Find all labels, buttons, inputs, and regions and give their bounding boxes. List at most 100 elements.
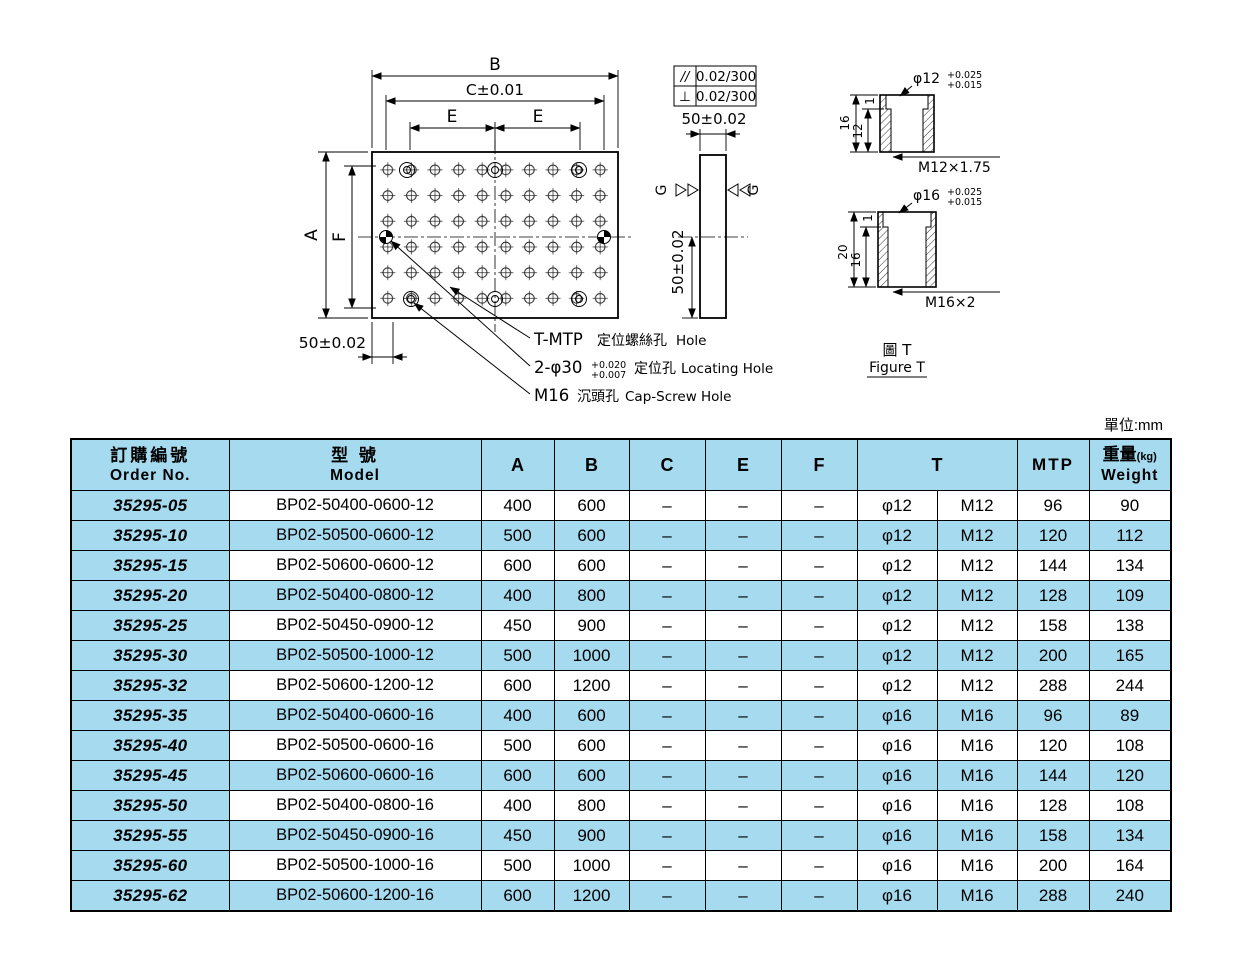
- dim-e-cell: –: [704, 610, 782, 641]
- model-cell: BP02-50400-0600-16: [228, 700, 482, 731]
- dim-label-a: A: [302, 229, 322, 241]
- dim-b-cell: 1200: [553, 880, 630, 912]
- table-row: 35295-15 BP02-50600-0600-12 600 600 – – …: [70, 550, 1172, 581]
- callout-tmtp-zh: 定位螺絲孔: [597, 333, 667, 349]
- dim-label-16b: 16: [849, 252, 863, 267]
- t-phi-cell: φ16: [856, 820, 938, 851]
- table-row: 35295-05 BP02-50400-0600-12 400 600 – – …: [70, 490, 1172, 521]
- figure-t-caption-zh: 圖 T: [883, 341, 913, 359]
- table-row: 35295-40 BP02-50500-0600-16 500 600 – – …: [70, 730, 1172, 761]
- model-cell: BP02-50400-0600-12: [228, 490, 482, 521]
- t-phi-cell: φ12: [856, 670, 938, 701]
- callout-phi30-zh: 定位孔: [634, 361, 676, 377]
- mtp-cell: 158: [1016, 610, 1090, 641]
- t-phi-cell: φ16: [856, 850, 938, 881]
- table-row: 35295-20 BP02-50400-0800-12 400 800 – – …: [70, 580, 1172, 611]
- surface-finish-left: G: [654, 183, 699, 197]
- dim-e-cell: –: [704, 760, 782, 791]
- mtp-cell: 96: [1016, 490, 1090, 521]
- side-view: // 0.02/300 ⊥ 0.02/300 50±0.02 G: [654, 65, 762, 319]
- model-cell: BP02-50400-0800-16: [228, 790, 482, 821]
- t-phi-cell: φ16: [856, 700, 938, 731]
- dim-a-cell: 500: [480, 640, 555, 671]
- dim-label-e-right: E: [533, 107, 544, 127]
- col-header-mtp: MTP: [1016, 438, 1090, 491]
- t-phi-cell: φ12: [856, 520, 938, 551]
- callout-m16-en: Cap-Screw Hole: [625, 389, 732, 405]
- dim-label-f: F: [330, 232, 350, 242]
- dim-c-cell: –: [628, 760, 706, 791]
- dim-c-cell: –: [628, 700, 706, 731]
- mtp-cell: 144: [1016, 760, 1090, 791]
- dim-e-cell: –: [704, 670, 782, 701]
- t-phi-cell: φ12: [856, 580, 938, 611]
- col-header-f: F: [780, 438, 858, 491]
- t-thread-cell: M16: [936, 880, 1018, 912]
- weight-cell: 90: [1088, 490, 1172, 521]
- dim-f-cell: –: [780, 790, 858, 821]
- model-cell: BP02-50600-1200-12: [228, 670, 482, 701]
- dim-f-cell: –: [780, 670, 858, 701]
- dim-f-cell: –: [780, 640, 858, 671]
- dim-a-cell: 400: [480, 580, 555, 611]
- t-phi-cell: φ12: [856, 550, 938, 581]
- order-no-cell: 35295-62: [70, 880, 230, 912]
- t-phi-cell: φ12: [856, 610, 938, 641]
- dim-a-cell: 600: [480, 550, 555, 581]
- table-header: 訂購編號 Order No. 型 號 Model A B C E F T MTP…: [70, 438, 1172, 491]
- callout-phi30-en: Locating Hole: [681, 361, 773, 377]
- model-cell: BP02-50600-0600-12: [228, 550, 482, 581]
- plate-outline: [371, 151, 619, 319]
- phi12-tol-upper: +0.025: [947, 70, 982, 81]
- callout-phi30: 2-φ30 +0.020 +0.007 定位孔 Locating Hole: [390, 240, 773, 381]
- dim-label-1a: 1: [863, 97, 877, 105]
- col-header-b: B: [553, 438, 630, 491]
- table-row: 35295-50 BP02-50400-0800-16 400 800 – – …: [70, 790, 1172, 821]
- order-no-cell: 35295-60: [70, 850, 230, 881]
- dim-b-cell: 1000: [553, 640, 630, 671]
- col-header-c: C: [628, 438, 706, 491]
- callout-m16-zh: 沉頭孔: [577, 389, 619, 405]
- hole-grid: [376, 157, 612, 312]
- weight-cell: 164: [1088, 850, 1172, 881]
- dim-b: B: [371, 55, 619, 148]
- mtp-cell: 120: [1016, 520, 1090, 551]
- model-cell: BP02-50500-0600-12: [228, 520, 482, 551]
- figure-t-caption-en: Figure T: [869, 360, 925, 376]
- model-cell: BP02-50500-1000-12: [228, 640, 482, 671]
- order-no-cell: 35295-55: [70, 820, 230, 851]
- dim-c-cell: –: [628, 850, 706, 881]
- col-header-model: 型 號 Model: [228, 438, 482, 491]
- table-body: 35295-05 BP02-50400-0600-12 400 600 – – …: [70, 490, 1172, 912]
- perpendicularity-value: 0.02/300: [696, 89, 756, 105]
- callout-tmtp-code: T-MTP: [533, 330, 583, 349]
- dim-e-cell: –: [704, 790, 782, 821]
- dim-f-cell: –: [780, 880, 858, 912]
- weight-cell: 120: [1088, 760, 1172, 791]
- t-thread-cell: M16: [936, 790, 1018, 821]
- table-row: 35295-32 BP02-50600-1200-12 600 1200 – –…: [70, 670, 1172, 701]
- dim-a-cell: 500: [480, 730, 555, 761]
- col-header-weight: 重量(kg) Weight: [1088, 438, 1172, 491]
- weight-cell: 108: [1088, 730, 1172, 761]
- dim-b-cell: 1200: [553, 670, 630, 701]
- table-row: 35295-30 BP02-50500-1000-12 500 1000 – –…: [70, 640, 1172, 671]
- order-no-cell: 35295-15: [70, 550, 230, 581]
- order-no-cell: 35295-50: [70, 790, 230, 821]
- t-thread-cell: M12: [936, 610, 1018, 641]
- dim-50-side: 50±0.02: [669, 229, 698, 319]
- callout-m16-code: M16: [534, 386, 569, 405]
- dim-c-cell: –: [628, 790, 706, 821]
- weight-cell: 165: [1088, 640, 1172, 671]
- finish-label-g-right: G: [746, 185, 762, 196]
- dim-f-cell: –: [780, 730, 858, 761]
- mtp-cell: 128: [1016, 790, 1090, 821]
- col-header-t: T: [856, 438, 1018, 491]
- dim-f-cell: –: [780, 490, 858, 521]
- mtp-cell: 128: [1016, 580, 1090, 611]
- mtp-cell: 158: [1016, 820, 1090, 851]
- dim-50-top: 50±0.02: [681, 110, 747, 151]
- dim-a-cell: 450: [480, 820, 555, 851]
- table-row: 35295-62 BP02-50600-1200-16 600 1200 – –…: [70, 880, 1172, 912]
